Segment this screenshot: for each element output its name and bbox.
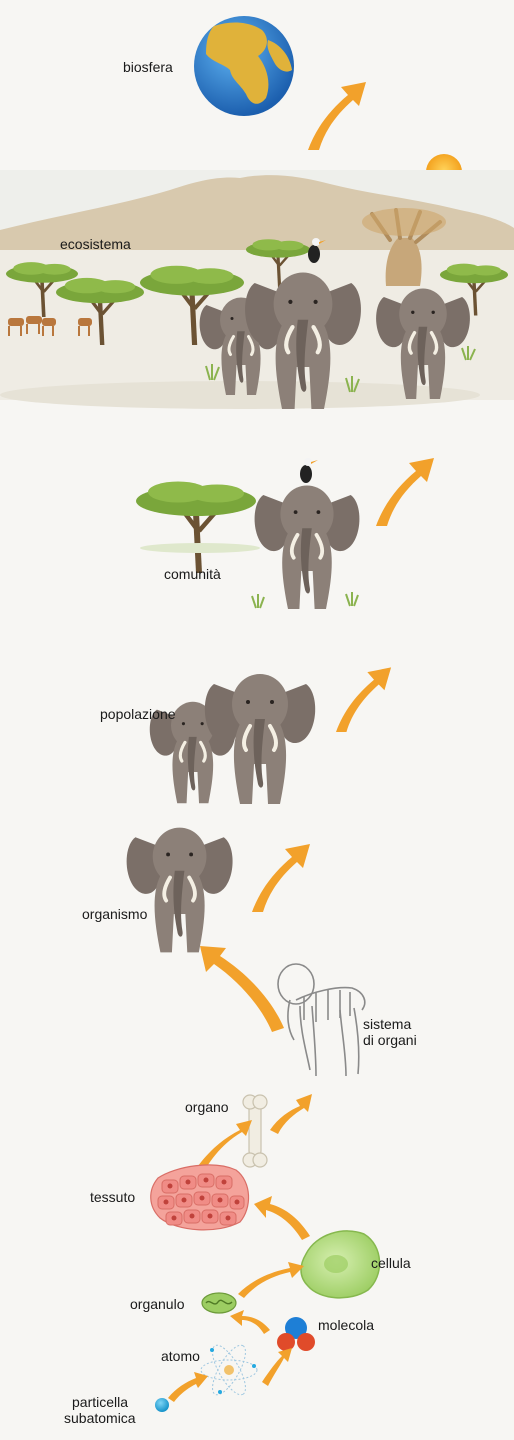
- label-atomo: atomo: [161, 1348, 200, 1364]
- molecule-icon: [277, 1317, 315, 1351]
- organelle-icon: [202, 1293, 236, 1313]
- label-organulo: organulo: [130, 1296, 185, 1312]
- arrow-icon: [376, 458, 434, 526]
- arrow-icon: [262, 1348, 292, 1386]
- arrow-icon: [252, 844, 310, 912]
- elephant-icon: [127, 828, 233, 953]
- label-comunita: comunità: [164, 566, 221, 582]
- label-ecosistema: ecosistema: [60, 236, 131, 252]
- ecosystem-scene: [0, 170, 514, 409]
- label-molecola: molecola: [318, 1317, 374, 1333]
- skeleton-icon: [278, 964, 365, 1076]
- label-biosfera: biosfera: [123, 59, 173, 75]
- bird-icon: [300, 458, 318, 483]
- globe-icon: [194, 16, 294, 116]
- arrow-icon: [200, 946, 284, 1032]
- cell-icon: [301, 1231, 380, 1298]
- particle-icon: [155, 1398, 169, 1412]
- atom-icon: [201, 1341, 257, 1399]
- tissue-icon: [151, 1165, 249, 1230]
- label-organo: organo: [185, 1099, 229, 1115]
- organism-scene: [127, 828, 233, 953]
- arrow-icon: [336, 667, 391, 732]
- elephant-icon: [205, 674, 315, 804]
- arrow-icon: [230, 1310, 270, 1334]
- community-scene: [136, 458, 359, 609]
- biosphere-globe: [194, 16, 294, 116]
- population-scene: [150, 674, 315, 804]
- label-tessuto: tessuto: [90, 1189, 135, 1205]
- label-popolazione: popolazione: [100, 706, 176, 722]
- arrow-icon: [254, 1196, 310, 1240]
- arrow-icon: [168, 1372, 208, 1402]
- arrow-icon: [308, 82, 366, 150]
- label-cellula: cellula: [371, 1255, 411, 1271]
- label-particella-subatomica: particella subatomica: [64, 1394, 136, 1426]
- label-sistema-di-organi: sistema di organi: [363, 1016, 417, 1048]
- arrow-icon: [238, 1262, 304, 1298]
- label-organismo: organismo: [82, 906, 148, 922]
- arrow-icon: [270, 1094, 312, 1134]
- elephant-icon: [255, 486, 360, 610]
- grass: [252, 592, 358, 608]
- tree-icon: [136, 482, 256, 574]
